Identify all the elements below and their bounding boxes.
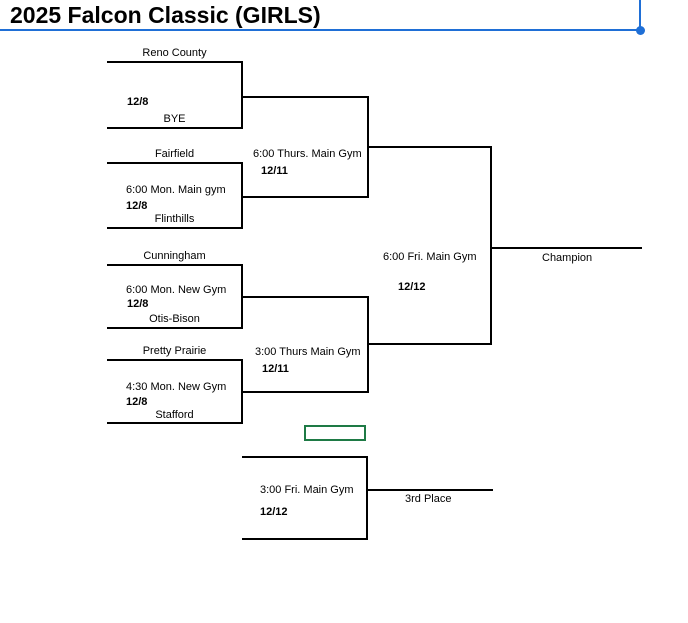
match3-bottom-team: Otis-Bison bbox=[149, 313, 200, 325]
match3-top-line bbox=[107, 264, 242, 266]
match4-top-team: Pretty Prairie bbox=[142, 345, 207, 357]
match2-game-info: 6:00 Mon. Main gym bbox=[126, 184, 226, 196]
match2-vertical-line bbox=[241, 162, 243, 229]
third-place-winner-line bbox=[366, 489, 493, 491]
title-underline bbox=[0, 29, 641, 31]
final-game-info: 6:00 Fri. Main Gym bbox=[383, 251, 477, 263]
match2-bottom-team: Flinthills bbox=[154, 213, 195, 225]
match3-winner-line bbox=[241, 296, 369, 298]
third-place-vertical-line bbox=[366, 456, 368, 540]
third-place-game-info: 3:00 Fri. Main Gym bbox=[260, 484, 354, 496]
match3-game-info: 6:00 Mon. New Gym bbox=[126, 284, 227, 296]
highlighted-cell[interactable] bbox=[304, 425, 366, 441]
semifinal1-game-info: 6:00 Thurs. Main Gym bbox=[253, 148, 362, 160]
page-title: 2025 Falcon Classic (GIRLS) bbox=[10, 2, 321, 28]
match4-bottom-line bbox=[107, 422, 242, 424]
semifinal2-date: 12/11 bbox=[262, 363, 289, 375]
semifinal1-winner-line bbox=[367, 146, 492, 148]
champion-line bbox=[490, 247, 642, 249]
match1-top-line bbox=[107, 61, 242, 63]
match4-game-info: 4:30 Mon. New Gym bbox=[126, 381, 227, 393]
semifinal1-date: 12/11 bbox=[261, 165, 288, 177]
match4-winner-line bbox=[241, 391, 369, 393]
match4-top-line bbox=[107, 359, 242, 361]
accent-line-endpoint-dot bbox=[636, 26, 645, 35]
match2-bottom-line bbox=[107, 227, 242, 229]
match1-vertical-line bbox=[241, 61, 243, 129]
match4-bottom-team: Stafford bbox=[155, 409, 194, 421]
match1-top-team: Reno County bbox=[142, 47, 207, 59]
match1-date: 12/8 bbox=[127, 96, 149, 108]
match3-date: 12/8 bbox=[127, 298, 149, 310]
champion-label: Champion bbox=[542, 252, 593, 264]
match2-top-line bbox=[107, 162, 242, 164]
match1-winner-line bbox=[241, 96, 369, 98]
match2-top-team: Fairfield bbox=[154, 148, 195, 160]
match2-date: 12/8 bbox=[126, 200, 148, 212]
accent-vertical-line bbox=[639, 0, 641, 30]
semifinal2-game-info: 3:00 Thurs Main Gym bbox=[255, 346, 361, 358]
third-place-label: 3rd Place bbox=[405, 493, 452, 505]
third-place-bottom-line bbox=[242, 538, 368, 540]
match4-date: 12/8 bbox=[126, 396, 148, 408]
match3-top-team: Cunningham bbox=[143, 250, 206, 262]
match1-bottom-team: BYE bbox=[163, 113, 186, 125]
third-place-date: 12/12 bbox=[260, 506, 288, 518]
match3-bottom-line bbox=[107, 327, 242, 329]
semifinal2-winner-line bbox=[367, 343, 492, 345]
match2-winner-line bbox=[241, 196, 369, 198]
third-place-top-line bbox=[242, 456, 368, 458]
final-date: 12/12 bbox=[398, 281, 426, 293]
match1-bottom-line bbox=[107, 127, 242, 129]
final-vertical-line bbox=[490, 146, 492, 345]
